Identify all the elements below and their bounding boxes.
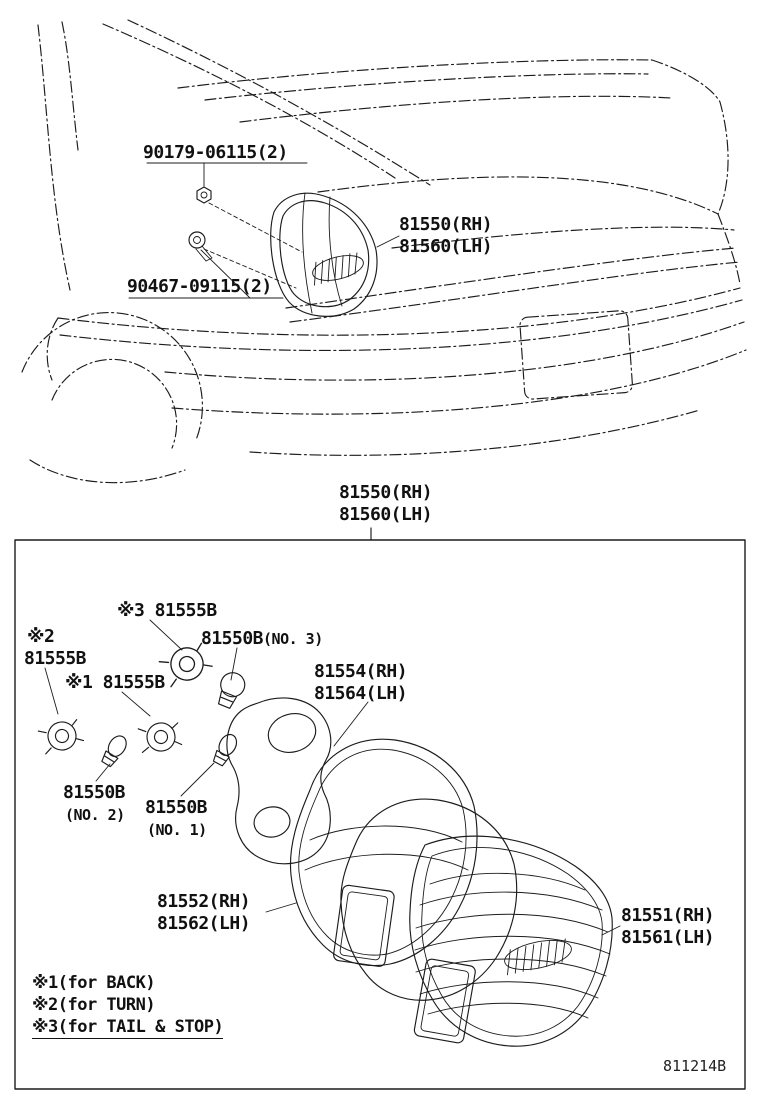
exploded-leader-lines: [44, 619, 621, 936]
bulb-no2-label: 81550B: [63, 782, 126, 803]
socket-tail-stop-label: ※3 81555B: [117, 600, 217, 621]
packing-gasket-drawing: [226, 697, 332, 865]
lamp-assy-label-lh-top: 81560(LH): [399, 236, 493, 257]
bulb-no1-icon: [210, 730, 241, 768]
bulb-no3-part: 81550B: [201, 628, 264, 649]
packing-label-lh: 81564(LH): [314, 683, 408, 704]
figure-number: 811214B: [663, 1057, 727, 1075]
inner-lens-label-lh: 81562(LH): [157, 913, 251, 934]
lamp-body-label-rh: 81551(RH): [621, 905, 715, 926]
lamp-body-label-lh: 81561(LH): [621, 927, 715, 948]
bulb-no3-position: (NO. 3): [263, 630, 323, 648]
license-plate-recess: [519, 310, 633, 400]
bulb-no1-label: 81550B: [145, 797, 208, 818]
bulb-no2-position: (NO. 2): [65, 806, 125, 824]
nut-part-number: 90179-06115(2): [143, 142, 288, 163]
callout-label-lh: 81560(LH): [339, 504, 433, 525]
exploded-view: [37, 619, 621, 1047]
bulb-socket-turn-icon: [37, 716, 85, 757]
bulb-no2-icon: [98, 732, 131, 769]
socket-turn-ref-label: ※2: [27, 626, 55, 647]
legend-turn: ※2(for TURN): [32, 995, 156, 1015]
legend-back: ※1(for BACK): [32, 973, 156, 993]
lamp-assy-label-rh-top: 81550(RH): [399, 214, 493, 235]
socket-back-label: ※1 81555B: [65, 672, 165, 693]
bulb-no3-label: 81550B(NO. 3): [201, 628, 323, 649]
outer-lamp-body-drawing: [409, 835, 613, 1047]
bulb-no3-icon: [217, 672, 246, 709]
detail-box: [14, 539, 746, 1090]
packing-label-rh: 81554(RH): [314, 661, 408, 682]
inner-lens-label-rh: 81552(RH): [157, 891, 251, 912]
callout-label-rh: 81550(RH): [339, 482, 433, 503]
bulb-socket-back-icon: [137, 719, 183, 756]
clip-part-number: 90467-09115(2): [127, 276, 272, 297]
legend-tail-stop: ※3(for TAIL & STOP): [32, 1017, 224, 1039]
inner-lens-drawing: [289, 738, 478, 967]
socket-turn-label: 81555B: [24, 648, 87, 669]
clip-icon: [188, 231, 213, 262]
nut-icon: [196, 186, 212, 204]
top-leader-lines: [128, 162, 400, 299]
bulb-no1-position: (NO. 1): [147, 821, 207, 839]
seal-ring-drawing: [340, 798, 518, 1001]
car-rear-drawing: [21, 19, 747, 484]
tail-lamp-drawing: [270, 192, 378, 317]
